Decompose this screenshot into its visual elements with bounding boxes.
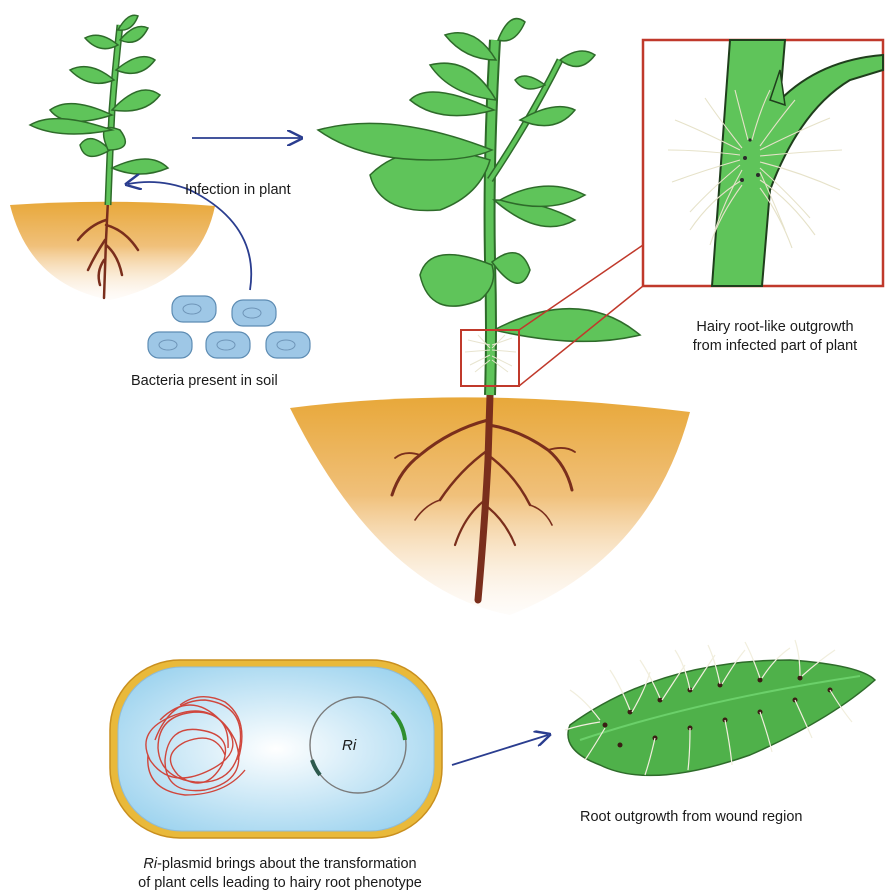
leaf-1 (420, 255, 494, 307)
large-leaves (318, 19, 640, 342)
leaf-3 (494, 309, 640, 342)
plant-cell (110, 660, 442, 838)
label-caption: Ri-plasmid brings about the transformati… (60, 855, 500, 893)
label-caption-line1: Ri-plasmid brings about the transformati… (60, 855, 500, 874)
label-ri: Ri (342, 736, 356, 755)
leaf-10 (445, 33, 496, 60)
leaf-7 (500, 186, 585, 206)
leaf-5 (318, 123, 492, 160)
cytoplasm (118, 667, 434, 831)
label-bacteria: Bacteria present in soil (131, 372, 278, 391)
label-caption-italic: Ri (143, 856, 157, 872)
large-plant-group (290, 19, 690, 615)
label-caption-rest: -plasmid brings about the transformation (157, 856, 417, 872)
bacterium-2 (232, 300, 276, 326)
leaf-12 (560, 51, 595, 66)
bacterium-1 (172, 296, 216, 322)
label-infection: Infection in plant (185, 181, 291, 200)
small-leaves (30, 15, 168, 174)
bacterium-4 (206, 332, 250, 358)
leaf-14 (515, 76, 545, 89)
leaf-with-roots (565, 640, 875, 775)
label-caption-line2: of plant cells leading to hairy root phe… (60, 874, 500, 893)
label-hairy-outgrowth: Hairy root-like outgrowth from infected … (662, 318, 888, 356)
label-hairy-line1: Hairy root-like outgrowth (662, 318, 888, 337)
small-plant-group (10, 15, 215, 300)
label-hairy-line2: from infected part of plant (662, 337, 888, 356)
bacteria-group (148, 296, 310, 358)
leaf-11 (498, 19, 525, 41)
bacterium-5 (266, 332, 310, 358)
leaf-13 (520, 107, 575, 126)
leaf-2 (492, 253, 530, 284)
inset-zoom (643, 40, 883, 286)
arrow-to-leaf (452, 735, 548, 765)
bacterium-3 (148, 332, 192, 358)
label-root-outgrowth: Root outgrowth from wound region (580, 808, 802, 827)
